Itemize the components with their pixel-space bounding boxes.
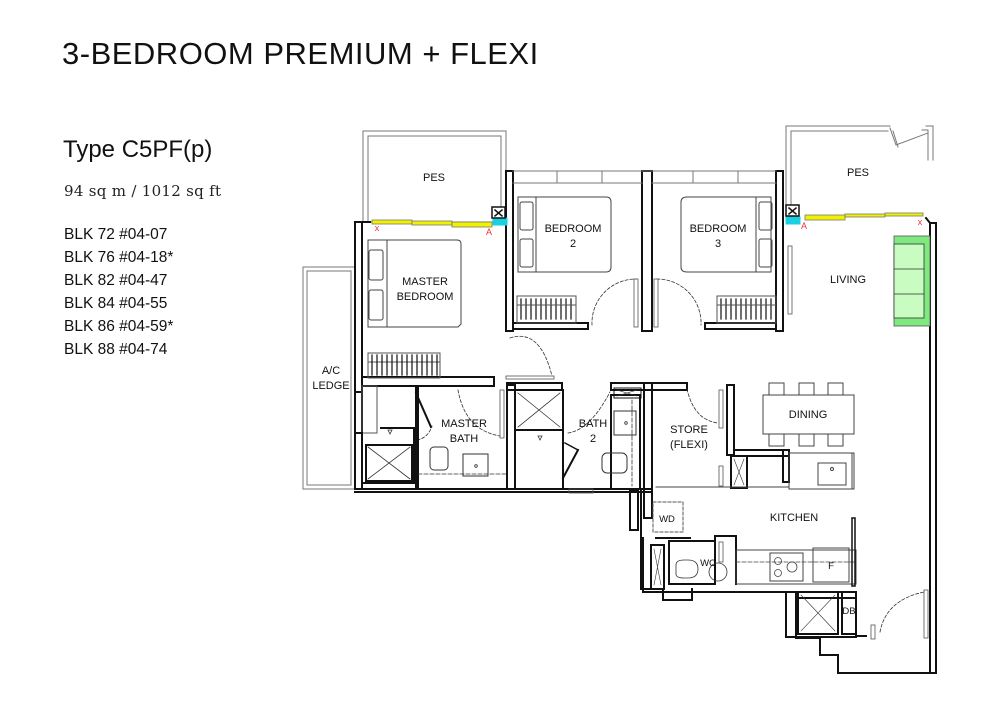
bedroom3-wardrobe [716, 295, 777, 324]
master-bath-fixtures [355, 385, 507, 489]
room-label-ac-ledge-2: LEDGE [312, 380, 349, 392]
room-label-bath2-1: BATH [579, 418, 608, 430]
store-fixtures [686, 388, 748, 489]
room-label-bedroom2-2: 2 [570, 238, 576, 250]
kitchen-fixtures [650, 501, 929, 640]
room-label-ac-ledge-1: A/C [322, 365, 340, 377]
room-labels: PES PES MASTER BEDROOM BEDROOM 2 BEDROOM… [312, 167, 922, 617]
block-unit-item: BLK 76 #04-18* [64, 249, 174, 266]
outer-walls [354, 170, 937, 674]
room-label-master-bath-1: MASTER [441, 418, 487, 430]
fan-coil-left-icon [491, 206, 506, 219]
room-label-master-bedroom-2: BEDROOM [397, 291, 454, 303]
pes-right-area [785, 125, 934, 219]
dining-table [762, 382, 855, 447]
aircon-right [785, 216, 801, 225]
room-label-bedroom2-1: BEDROOM [545, 223, 602, 235]
block-unit-item: BLK 88 #04-74 [64, 341, 168, 358]
label-washer-dryer: WD [659, 514, 675, 525]
room-label-bedroom3-1: BEDROOM [690, 223, 747, 235]
room-label-kitchen: KITCHEN [770, 512, 818, 524]
master-wardrobe [367, 352, 441, 379]
marker-x-left: x [375, 223, 380, 233]
room-label-pes-right: PES [847, 167, 869, 179]
master-bedroom-door-swing [509, 336, 553, 377]
sliding-door-right [804, 212, 924, 221]
sliding-door-left [371, 219, 493, 228]
page-title: 3-BEDROOM PREMIUM + FLEXI [62, 36, 539, 71]
block-unit-list: BLK 72 #04-07 BLK 76 #04-18* BLK 82 #04-… [64, 223, 173, 361]
fan-coil-right-icon [785, 204, 800, 217]
label-db: DB [842, 606, 855, 617]
marker-a-left: A [486, 227, 492, 237]
room-label-master-bedroom-1: MASTER [402, 276, 448, 288]
bedroom3-door-swing [656, 278, 702, 326]
room-label-bedroom3-2: 3 [715, 238, 721, 250]
room-label-store-1: STORE [670, 424, 708, 436]
block-unit-item: BLK 84 #04-55 [64, 295, 168, 312]
bedroom2-bed [517, 196, 612, 273]
bedroom3-bed [680, 196, 773, 273]
block-unit-item: BLK 86 #04-59* [64, 318, 174, 335]
room-label-bath2-2: 2 [590, 433, 596, 445]
marker-x-right: x [918, 217, 923, 227]
ac-ledge-area [302, 266, 356, 490]
block-unit-item: BLK 72 #04-07 [64, 226, 168, 243]
room-label-store-2: (FLEXI) [670, 439, 708, 451]
master-bed [367, 239, 462, 328]
bath2-fixtures [514, 387, 642, 494]
label-fridge: F [828, 561, 834, 572]
living-sofa [893, 235, 931, 327]
bedroom2-door-swing [591, 278, 637, 326]
room-label-pes-left: PES [423, 172, 445, 184]
room-label-master-bath-2: BATH [450, 433, 479, 445]
aircon-left [492, 217, 508, 226]
room-label-living: LIVING [830, 274, 866, 286]
kitchen-counter-sink [655, 452, 855, 490]
unit-type-label: Type C5PF(p) [63, 136, 213, 163]
block-unit-item: BLK 82 #04-47 [64, 272, 168, 289]
label-wc: WC [700, 558, 716, 569]
bedroom2-wardrobe [516, 295, 577, 324]
marker-a-right: A [801, 221, 807, 231]
unit-area-label: 94 sq m / 1012 sq ft [64, 182, 222, 200]
room-label-dining: DINING [789, 409, 828, 421]
